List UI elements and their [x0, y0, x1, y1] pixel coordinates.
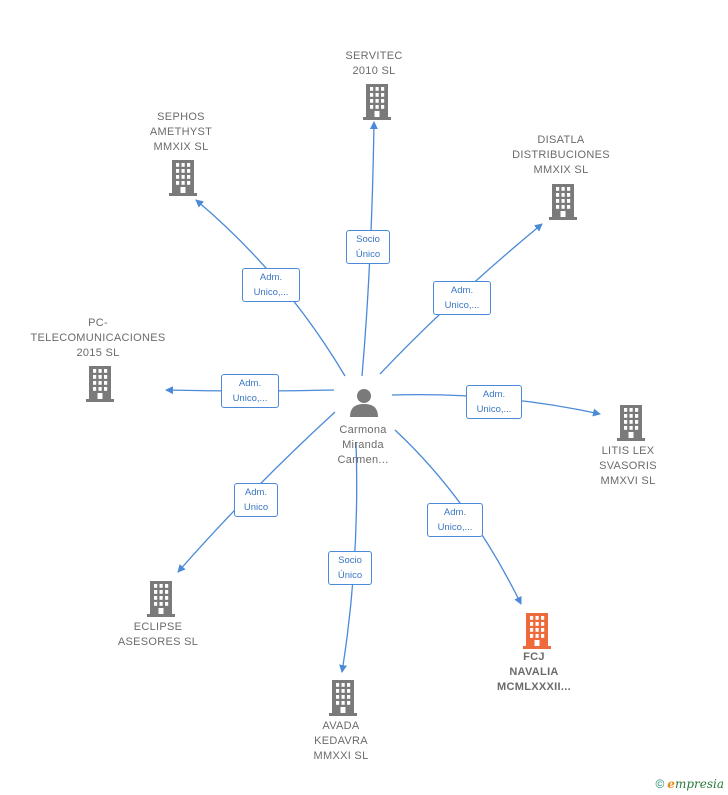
company-label-sephos[interactable]: SEPHOS AMETHYST MMXIX SL [126, 110, 236, 155]
company-name-line: PC- [88, 317, 108, 329]
building-icon[interactable] [85, 366, 115, 407]
edge-label-line: Socio [338, 555, 362, 566]
company-name-line: SVASORIS [599, 460, 657, 472]
edge-label-line: Unico,... [476, 404, 512, 415]
empresia-logo: empresia [667, 777, 724, 791]
company-name-line: SERVITEC [345, 50, 403, 62]
edge-label-line: Adm. [244, 487, 268, 498]
company-name-line: MMXVI SL [600, 475, 656, 487]
edge-label-line: Adm. [450, 285, 474, 296]
building-icon[interactable] [168, 160, 198, 201]
edge-label-line: Unico,... [437, 522, 473, 533]
company-name-line: TELECOMUNICACIONES [30, 332, 166, 344]
company-label-fcj[interactable]: FCJ NAVALIA MCMLXXXII... [474, 650, 594, 695]
edge-label-line: Unico,... [232, 393, 268, 404]
company-label-pc-telecom[interactable]: PC- TELECOMUNICACIONES 2015 SL [23, 316, 173, 361]
center-name-line: Miranda [342, 439, 384, 451]
edge-label-line: Adm. [238, 378, 262, 389]
building-icon[interactable] [616, 405, 646, 446]
company-name-line: AMETHYST [149, 126, 213, 138]
company-name-line: MCMLXXXII... [497, 681, 571, 693]
edge-label-line: Socio [356, 234, 380, 245]
center-person-label[interactable]: Carmona Miranda Carmen... [310, 423, 416, 468]
company-label-servitec[interactable]: SERVITEC 2010 SL [319, 49, 429, 79]
company-label-disatla[interactable]: DISATLA DISTRIBUCIONES MMXIX SL [501, 133, 621, 178]
edge-label-litis[interactable]: Adm. Unico,... [466, 385, 522, 419]
company-name-line: MMXIX SL [533, 164, 589, 176]
company-name-line: NAVALIA [509, 666, 559, 678]
company-name-line: 2010 SL [352, 65, 396, 77]
building-icon[interactable] [362, 84, 392, 125]
company-name-line: ASESORES SL [117, 636, 199, 648]
company-label-avada[interactable]: AVADA KEDAVRA MMXXI SL [286, 719, 396, 764]
edge-label-fcj[interactable]: Adm. Unico,... [427, 503, 483, 537]
edge-label-disatla[interactable]: Adm. Unico,... [433, 281, 491, 315]
company-name-line: AVADA [322, 720, 360, 732]
edge-label-line: Unico,... [444, 300, 480, 311]
company-name-line: MMXIX SL [153, 141, 209, 153]
company-name-line: KEDAVRA [314, 735, 368, 747]
edge-label-line: Unico,... [253, 287, 289, 298]
edge-label-eclipse[interactable]: Adm. Unico [234, 483, 278, 517]
company-label-eclipse[interactable]: ECLIPSE ASESORES SL [103, 620, 213, 650]
edge-label-line: Adm. [259, 272, 283, 283]
building-icon[interactable] [328, 680, 358, 721]
edge-label-line: Unico [243, 502, 269, 513]
company-name-line: ECLIPSE [133, 621, 183, 633]
building-icon[interactable] [522, 613, 552, 654]
building-icon[interactable] [146, 581, 176, 622]
edge-label-line: Adm. [443, 507, 467, 518]
person-icon[interactable] [348, 386, 380, 423]
company-name-line: MMXXI SL [313, 750, 369, 762]
company-name-line: DISATLA [537, 134, 585, 146]
copyright-icon: © [655, 777, 665, 791]
footer-brand[interactable]: ©empresia [655, 777, 724, 791]
edge-label-pc-telecom[interactable]: Adm. Unico,... [221, 374, 279, 408]
building-icon[interactable] [548, 184, 578, 225]
center-name-line: Carmona [339, 424, 387, 436]
company-name-line: FCJ [523, 651, 545, 663]
edge-label-line: Único [337, 570, 363, 581]
company-name-line: 2015 SL [76, 347, 120, 359]
edge-label-sephos[interactable]: Adm. Unico,... [242, 268, 300, 302]
company-name-line: DISTRIBUCIONES [512, 149, 610, 161]
company-name-line: LITIS LEX [601, 445, 655, 457]
edge-label-line: Adm. [482, 389, 506, 400]
edge-label-line: Único [355, 249, 381, 260]
company-label-litis[interactable]: LITIS LEX SVASORIS MMXVI SL [573, 444, 683, 489]
center-name-line: Carmen... [337, 454, 389, 466]
company-name-line: SEPHOS [157, 111, 205, 123]
